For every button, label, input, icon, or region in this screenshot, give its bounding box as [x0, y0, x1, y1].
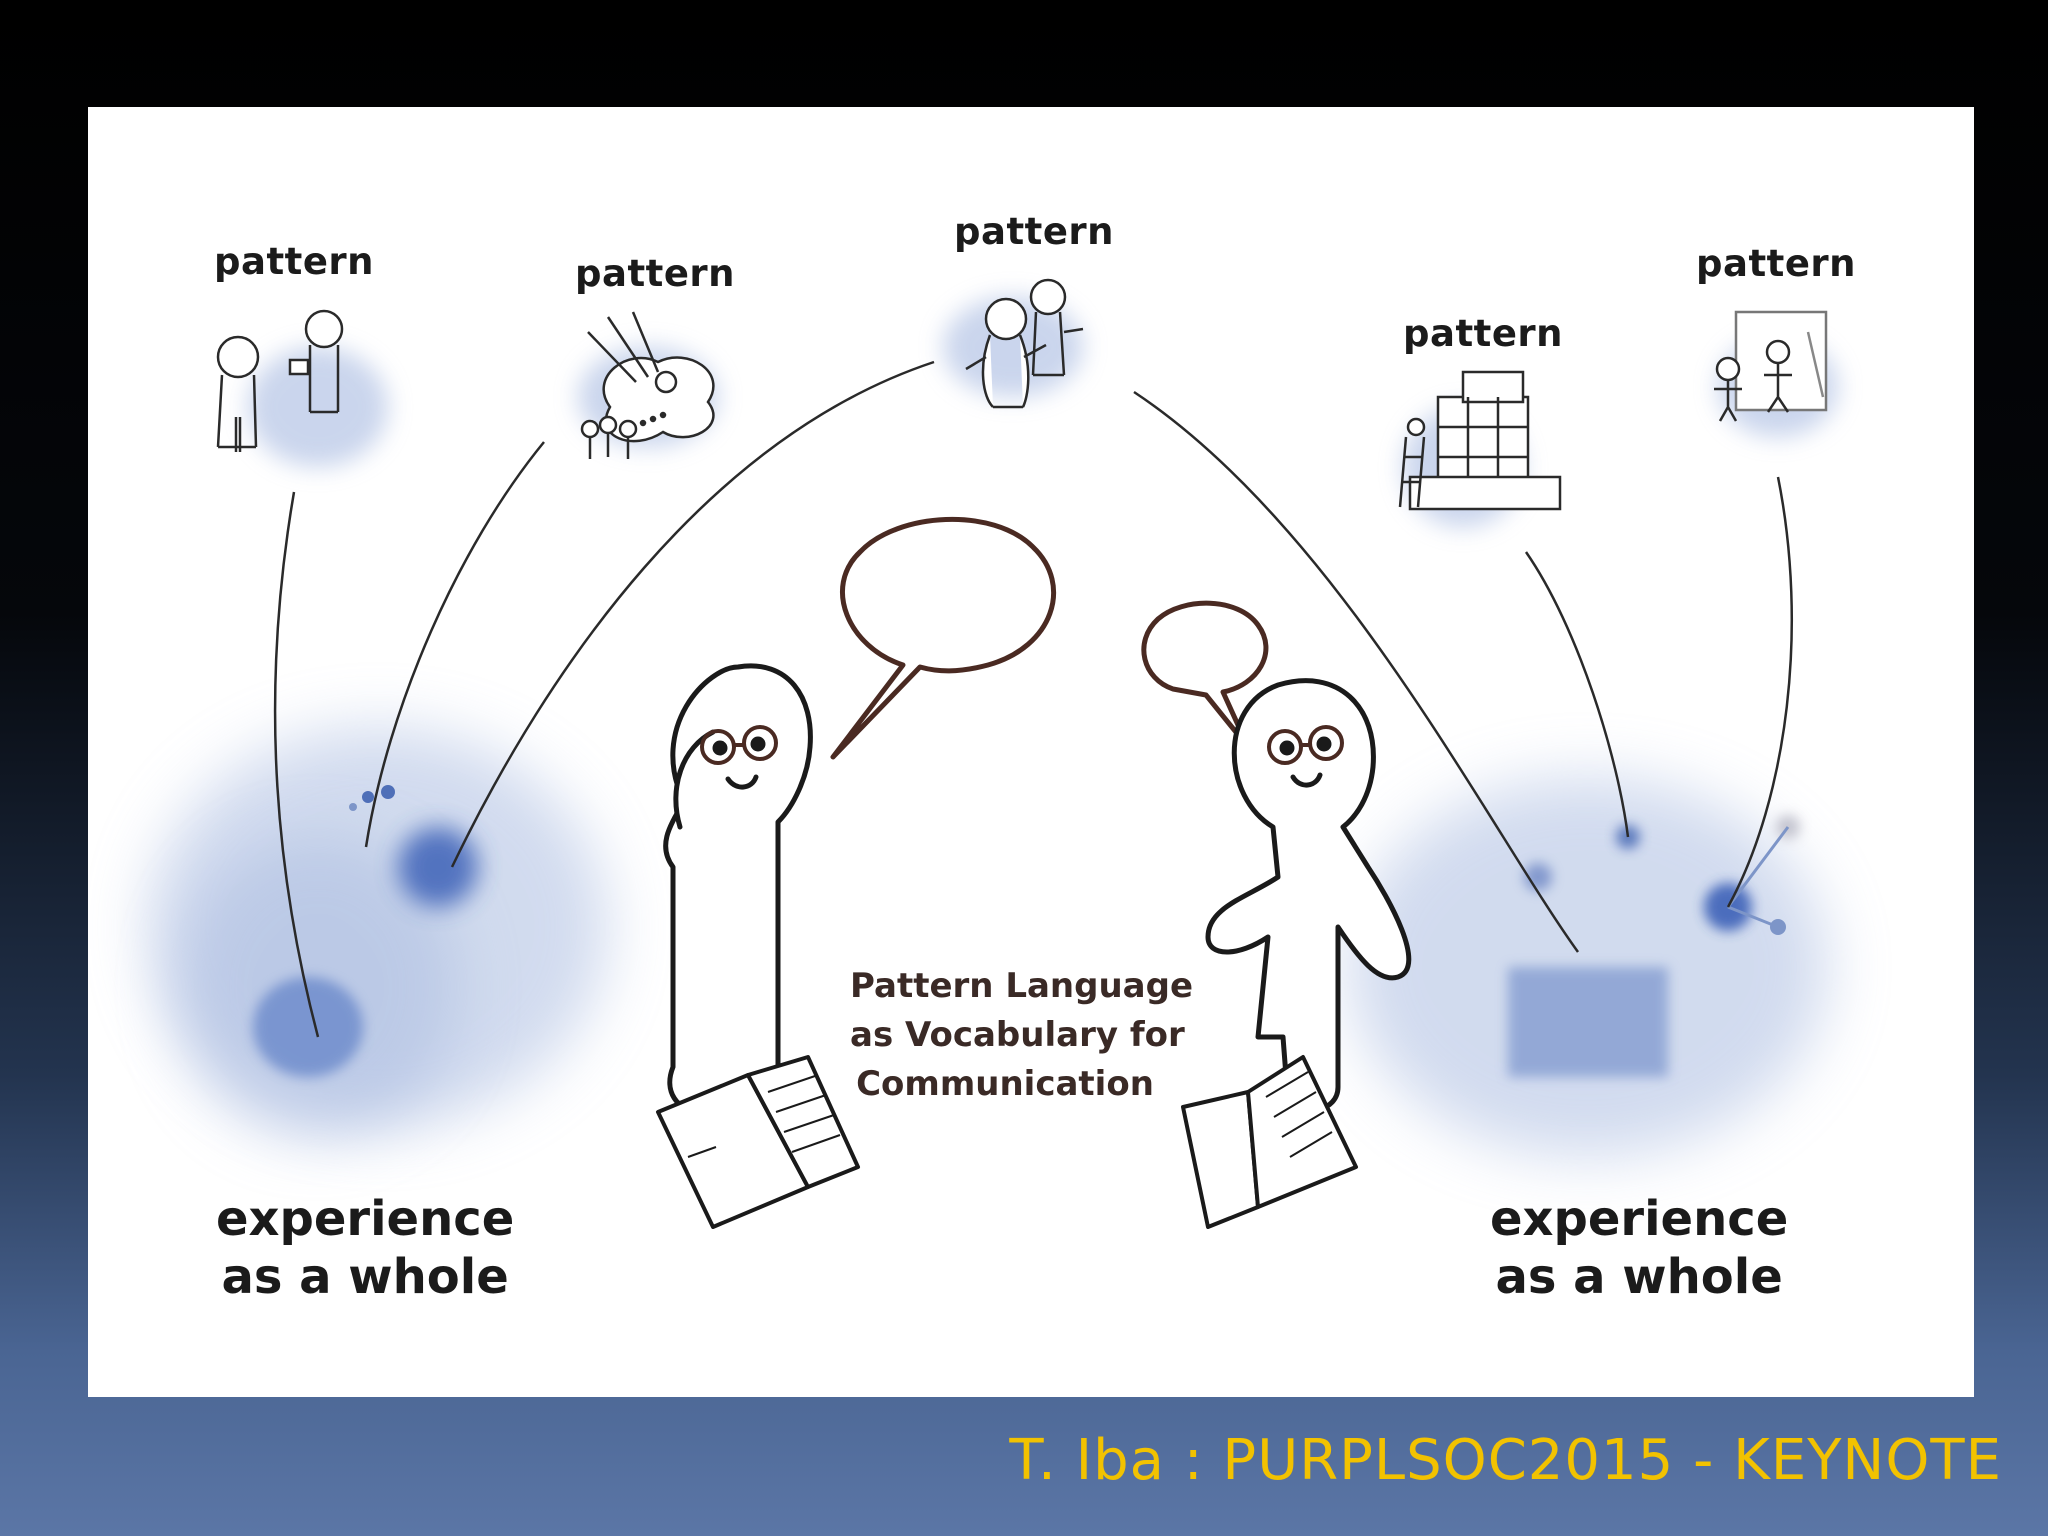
footer-credit: T. Iba : PURPLSOC2015 - KEYNOTE — [1009, 1428, 2002, 1493]
connector-line-3 — [450, 360, 935, 868]
pattern-label-5: pattern — [1696, 242, 1857, 285]
center-title-line2: as Vocabulary for — [850, 1015, 1185, 1055]
speech-bubble-right — [1141, 600, 1269, 750]
experience-blob-left — [148, 727, 608, 1137]
connector-line-4 — [1133, 390, 1580, 953]
pattern-label-1: pattern — [214, 240, 375, 283]
experience-blob-right — [1348, 777, 1828, 1157]
experience-right-line2: as a whole — [1495, 1249, 1783, 1305]
experience-right-line1: experience — [1490, 1191, 1789, 1247]
connector-line-1 — [273, 491, 320, 1038]
pattern-sketch-walk — [965, 278, 1084, 409]
experience-left-line2: as a whole — [221, 1249, 509, 1305]
pattern-label-2: pattern — [575, 252, 736, 295]
center-title-line3: Communication — [856, 1064, 1154, 1104]
center-title: Pattern Language as Vocabulary for Commu… — [850, 962, 1194, 1109]
character-left — [663, 663, 813, 1116]
connector-line-2 — [364, 441, 545, 848]
experience-label-right: experience as a whole — [1490, 1190, 1788, 1306]
pattern-sketch-idea — [580, 311, 715, 459]
experience-left-line1: experience — [216, 1191, 515, 1247]
connector-lines — [273, 360, 1794, 1038]
book-left — [656, 1055, 860, 1229]
diagram-panel: pattern pattern pattern pattern pattern … — [88, 107, 1974, 1397]
book-right — [1181, 1055, 1358, 1229]
connector-line-5 — [1524, 551, 1630, 838]
diagram-canvas — [148, 278, 1838, 1229]
pattern-glows — [248, 297, 1838, 527]
character-right — [1205, 678, 1412, 1113]
speech-bubble-left — [830, 516, 1057, 760]
experience-label-left: experience as a whole — [216, 1190, 514, 1306]
pattern-sketch-shelves — [1398, 370, 1562, 511]
pattern-label-3: pattern — [954, 210, 1115, 253]
pattern-label-4: pattern — [1403, 312, 1564, 355]
speech-bubbles — [830, 516, 1269, 760]
center-title-line1: Pattern Language — [850, 966, 1194, 1006]
connector-line-6 — [1726, 476, 1794, 908]
pattern-sketch-gift — [216, 309, 344, 452]
pattern-sketch-window — [1714, 310, 1828, 422]
